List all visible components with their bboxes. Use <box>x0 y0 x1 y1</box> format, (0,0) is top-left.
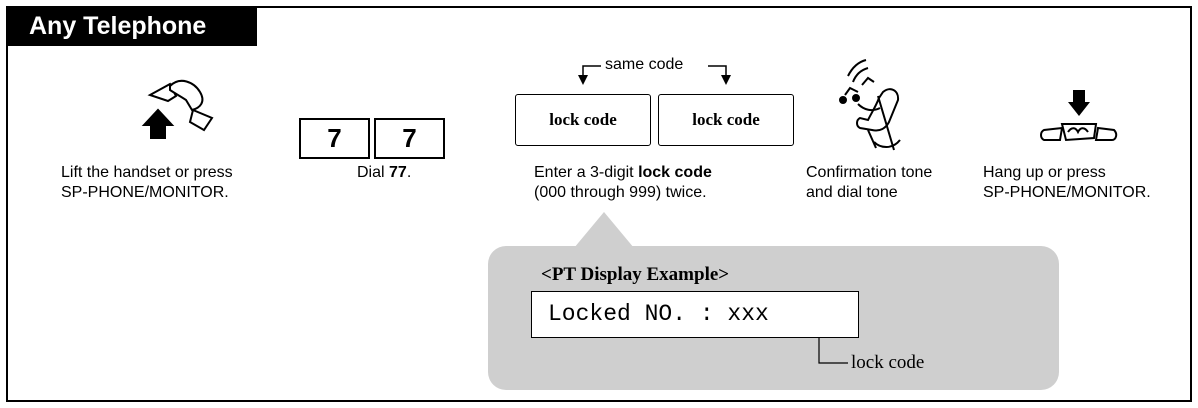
step-lift-caption-line1: Lift the handset or press <box>61 164 233 181</box>
arrow-down-icon <box>578 75 588 85</box>
step-code-caption-line2: (000 through 999) twice. <box>534 184 707 201</box>
same-code-bracket <box>582 65 727 76</box>
step-dial-caption-suffix: . <box>406 164 412 181</box>
step-dial-caption-prefix: Dial <box>357 164 390 181</box>
step-hangup-caption-line1: Hang up or press <box>983 164 1106 181</box>
step-dial-caption: Dial 77. <box>357 163 411 183</box>
arrow-down-icon <box>721 75 731 85</box>
step-hangup-caption-line2: SP-PHONE/MONITOR. <box>983 184 1151 201</box>
step-code-caption-line1: Enter a 3-digit lock code <box>534 163 712 183</box>
hang-up-icon <box>1040 90 1118 142</box>
step-dial-caption-bold: 77 <box>389 164 407 181</box>
display-example-title: <PT Display Example> <box>541 264 730 285</box>
pt-display-screen: Locked NO. : xxx <box>531 291 859 338</box>
same-code-label: same code <box>601 56 688 74</box>
step-tone-caption: Confirmation tone and dial tone <box>806 163 932 203</box>
step-tone-caption-line1: Confirmation tone <box>806 164 933 181</box>
lock-code-box: lock code <box>658 94 794 146</box>
step-lift-caption: Lift the handset or press SP-PHONE/MONIT… <box>61 163 233 203</box>
section-title: Any Telephone <box>6 6 257 46</box>
display-pointer-label: lock code <box>851 352 925 373</box>
lock-code-box: lock code <box>515 94 651 146</box>
handset-lift-icon <box>141 79 214 139</box>
dial-key-7: 7 <box>299 118 370 159</box>
step-hangup-caption: Hang up or press SP-PHONE/MONITOR. <box>983 163 1151 203</box>
dial-key-7: 7 <box>374 118 445 159</box>
step-code-caption-prefix: Enter a 3-digit <box>534 164 639 181</box>
step-code-caption-bold: lock code <box>638 164 712 181</box>
step-code-caption: Enter a 3-digit lock code (000 through 9… <box>534 163 712 203</box>
lock-code-pointer-line <box>818 338 848 364</box>
step-tone-caption-line2: and dial tone <box>806 184 898 201</box>
procedure-frame <box>6 6 1192 402</box>
confirmation-tone-icon <box>839 59 901 151</box>
step-lift-caption-line2: SP-PHONE/MONITOR. <box>61 184 229 201</box>
